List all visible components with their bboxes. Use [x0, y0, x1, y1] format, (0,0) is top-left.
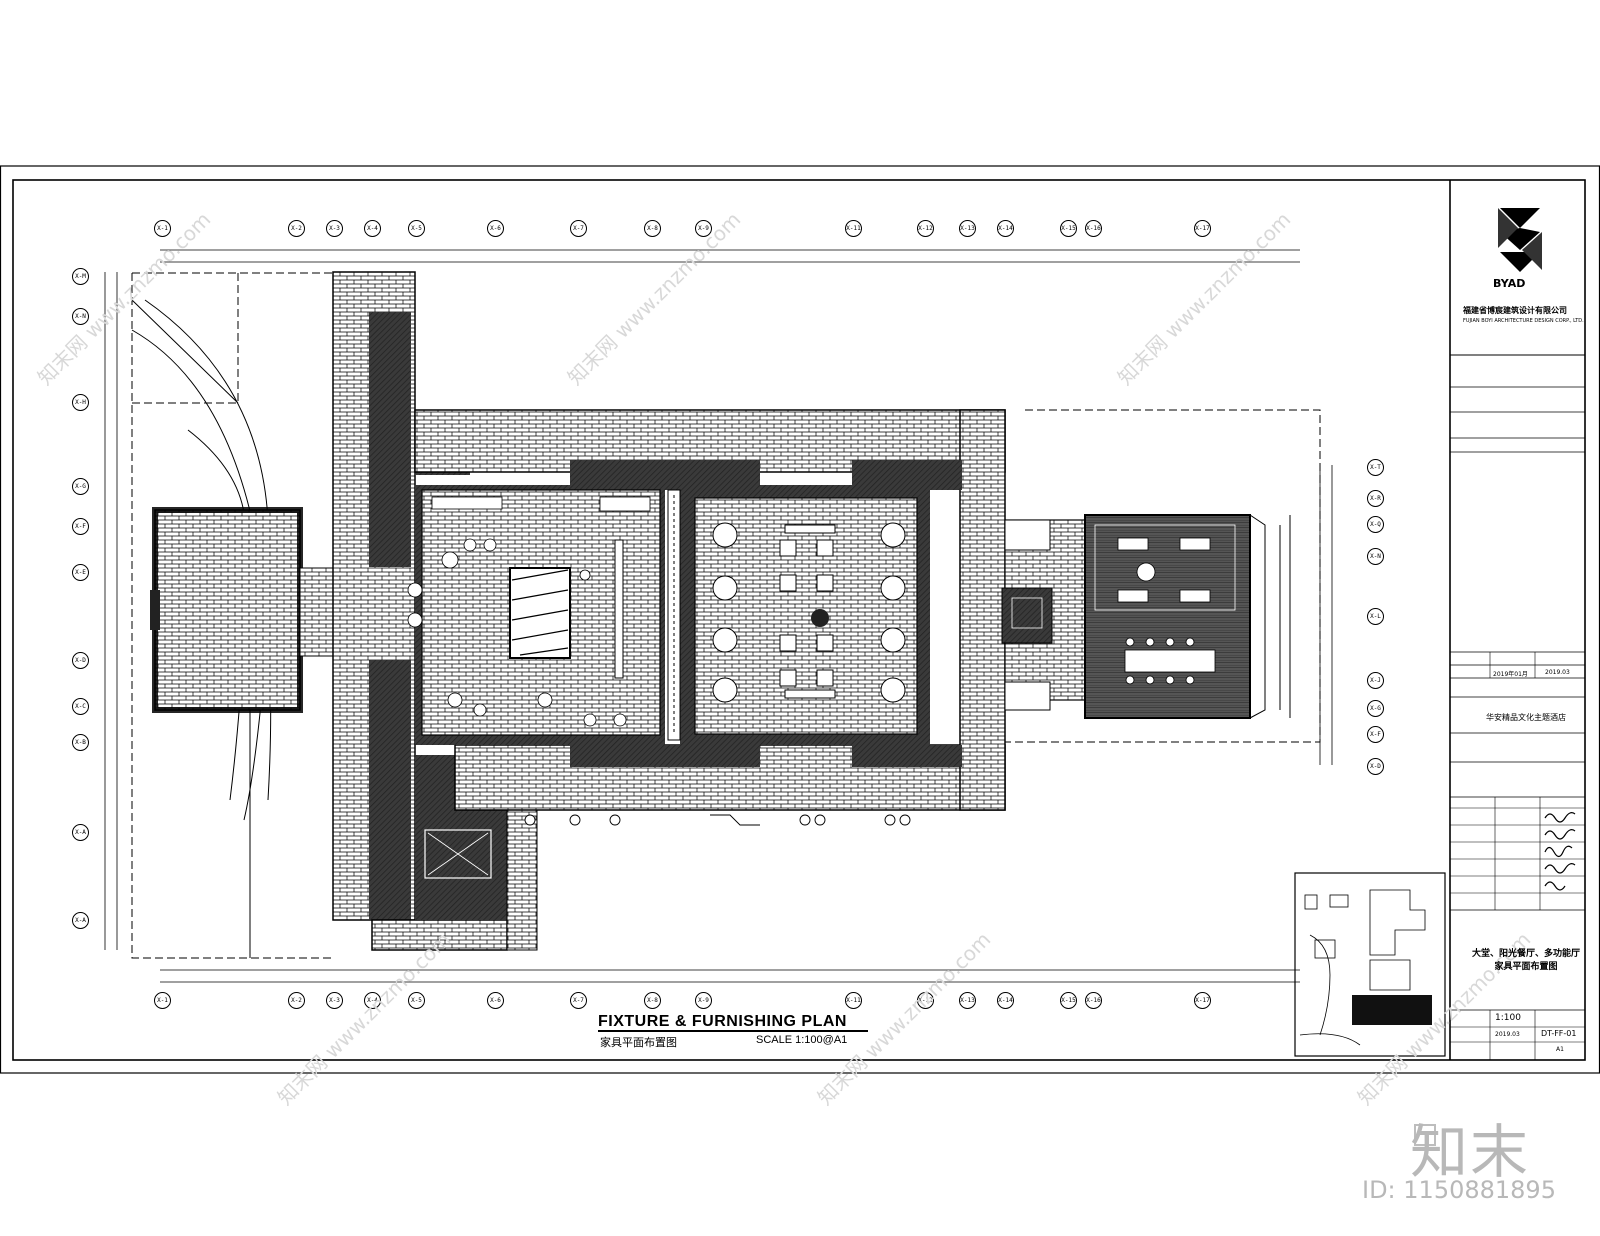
grid-bubble-right: X-N: [1367, 548, 1384, 565]
grid-bubble-top: X-11: [845, 220, 862, 237]
grid-bubble-top: X-1: [154, 220, 171, 237]
grid-bubble-top: X-17: [1194, 220, 1211, 237]
watermark-logo-icon: [1414, 1124, 1436, 1146]
grid-bubble-left: X-N: [72, 308, 89, 325]
grid-bubble-right: X-L: [1367, 608, 1384, 625]
sheet-size: A1: [1556, 1046, 1564, 1053]
grid-bubble-top: X-9: [695, 220, 712, 237]
grid-bubble-left: X-H: [72, 394, 89, 411]
firm-name-cn: 福建省博宸建筑设计有限公司: [1463, 306, 1567, 315]
grid-bubble-top: X-14: [997, 220, 1014, 237]
title-block: [1449, 180, 1585, 1060]
grid-bubble-left: X-M: [72, 268, 89, 285]
drawing-title-line-1: 大堂、阳光餐厅、多功能厅: [1471, 949, 1580, 959]
plan-title-cn: 家具平面布置图: [600, 1036, 677, 1049]
date-field: 2019.03: [1545, 669, 1570, 676]
grid-bubble-right: X-D: [1367, 758, 1384, 775]
grid-bubble-left: X-D: [72, 652, 89, 669]
grid-bubble-bottom: X-11: [845, 992, 862, 1009]
south-furniture: [524, 814, 911, 826]
entrance-outline: [131, 272, 1321, 959]
grid-bubble-right: X-G: [1367, 700, 1384, 717]
logo-text: BYAD: [1493, 277, 1526, 290]
grid-bubble-top: X-5: [408, 220, 425, 237]
grid-bubble-bottom: X-17: [1194, 992, 1211, 1009]
grid-bubble-right: X-Q: [1367, 516, 1384, 533]
project-name: 华安精品文化主题酒店: [1486, 713, 1566, 722]
grid-bubble-left: X-G: [72, 478, 89, 495]
plan-title-underline: [598, 1030, 868, 1032]
grid-bubble-left: X-A: [72, 824, 89, 841]
grid-bubble-top: X-12: [917, 220, 934, 237]
grid-bubble-right: X-F: [1367, 726, 1384, 743]
drawing-title-line-2: 家具平面布置图: [1494, 962, 1558, 972]
grid-bubble-top: X-6: [487, 220, 504, 237]
grid-bubble-left: X-E: [72, 564, 89, 581]
grid-bubble-left: X-C: [72, 698, 89, 715]
byad-logo-icon: [1498, 208, 1542, 272]
key-plan: [1294, 872, 1446, 1057]
grid-bubble-bottom: X-5: [408, 992, 425, 1009]
drawing-number: DT-FF-01: [1541, 1029, 1577, 1038]
function-hall: [1084, 514, 1251, 719]
grid-bubble-left: X-A: [72, 912, 89, 929]
grid-bubble-right: X-T: [1367, 459, 1384, 476]
signatures: [1544, 812, 1576, 891]
grid-bubble-top: X-7: [570, 220, 587, 237]
lobby-feature-carpet: [509, 567, 571, 659]
dimension-lines: [104, 249, 1333, 983]
grid-bubble-right: X-R: [1367, 490, 1384, 507]
grid-bubble-top: X-13: [959, 220, 976, 237]
plan-title: FIXTURE & FURNISHING PLAN: [598, 1013, 847, 1030]
grid-bubble-top: X-4: [364, 220, 381, 237]
grid-bubble-top: X-3: [326, 220, 343, 237]
square-tables: [779, 524, 836, 699]
inner-border: [12, 179, 1586, 1061]
round-tables: [712, 522, 906, 703]
grid-bubble-bottom: X-14: [997, 992, 1014, 1009]
grid-bubble-bottom: X-9: [695, 992, 712, 1009]
grid-bubble-top: X-8: [644, 220, 661, 237]
grid-bubble-top: X-2: [288, 220, 305, 237]
grid-bubble-bottom: X-2: [288, 992, 305, 1009]
scale-value: 1:100: [1495, 1013, 1521, 1023]
grid-bubble-bottom: X-1: [154, 992, 171, 1009]
drawing-title: 大堂、阳光餐厅、多功能厅 家具平面布置图: [1462, 948, 1590, 974]
firm-name-en: FUJIAN BOYI ARCHITECTURE DESIGN CORP., L…: [1463, 318, 1584, 324]
grid-bubble-left: X-B: [72, 734, 89, 751]
grid-bubble-bottom: X-12: [917, 992, 934, 1009]
watermark-id: ID: 1150881895: [1362, 1176, 1556, 1204]
grid-bubble-left: X-F: [72, 518, 89, 535]
grid-bubble-bottom: X-13: [959, 992, 976, 1009]
grid-bubble-bottom: X-7: [570, 992, 587, 1009]
date-field: 2019年01月: [1493, 671, 1528, 678]
watermark-brand: 知末: [1410, 1118, 1531, 1186]
grid-bubble-bottom: X-15: [1060, 992, 1077, 1009]
grid-bubble-bottom: X-4: [364, 992, 381, 1009]
grid-bubble-bottom: X-16: [1085, 992, 1102, 1009]
issue-date: 2019.03: [1495, 1031, 1520, 1038]
grid-bubble-right: X-J: [1367, 672, 1384, 689]
grid-bubble-top: X-15: [1060, 220, 1077, 237]
grid-bubble-bottom: X-8: [644, 992, 661, 1009]
grid-bubble-top: X-16: [1085, 220, 1102, 237]
grid-bubble-bottom: X-3: [326, 992, 343, 1009]
grid-bubble-bottom: X-6: [487, 992, 504, 1009]
plan-scale: SCALE 1:100@A1: [756, 1034, 848, 1046]
